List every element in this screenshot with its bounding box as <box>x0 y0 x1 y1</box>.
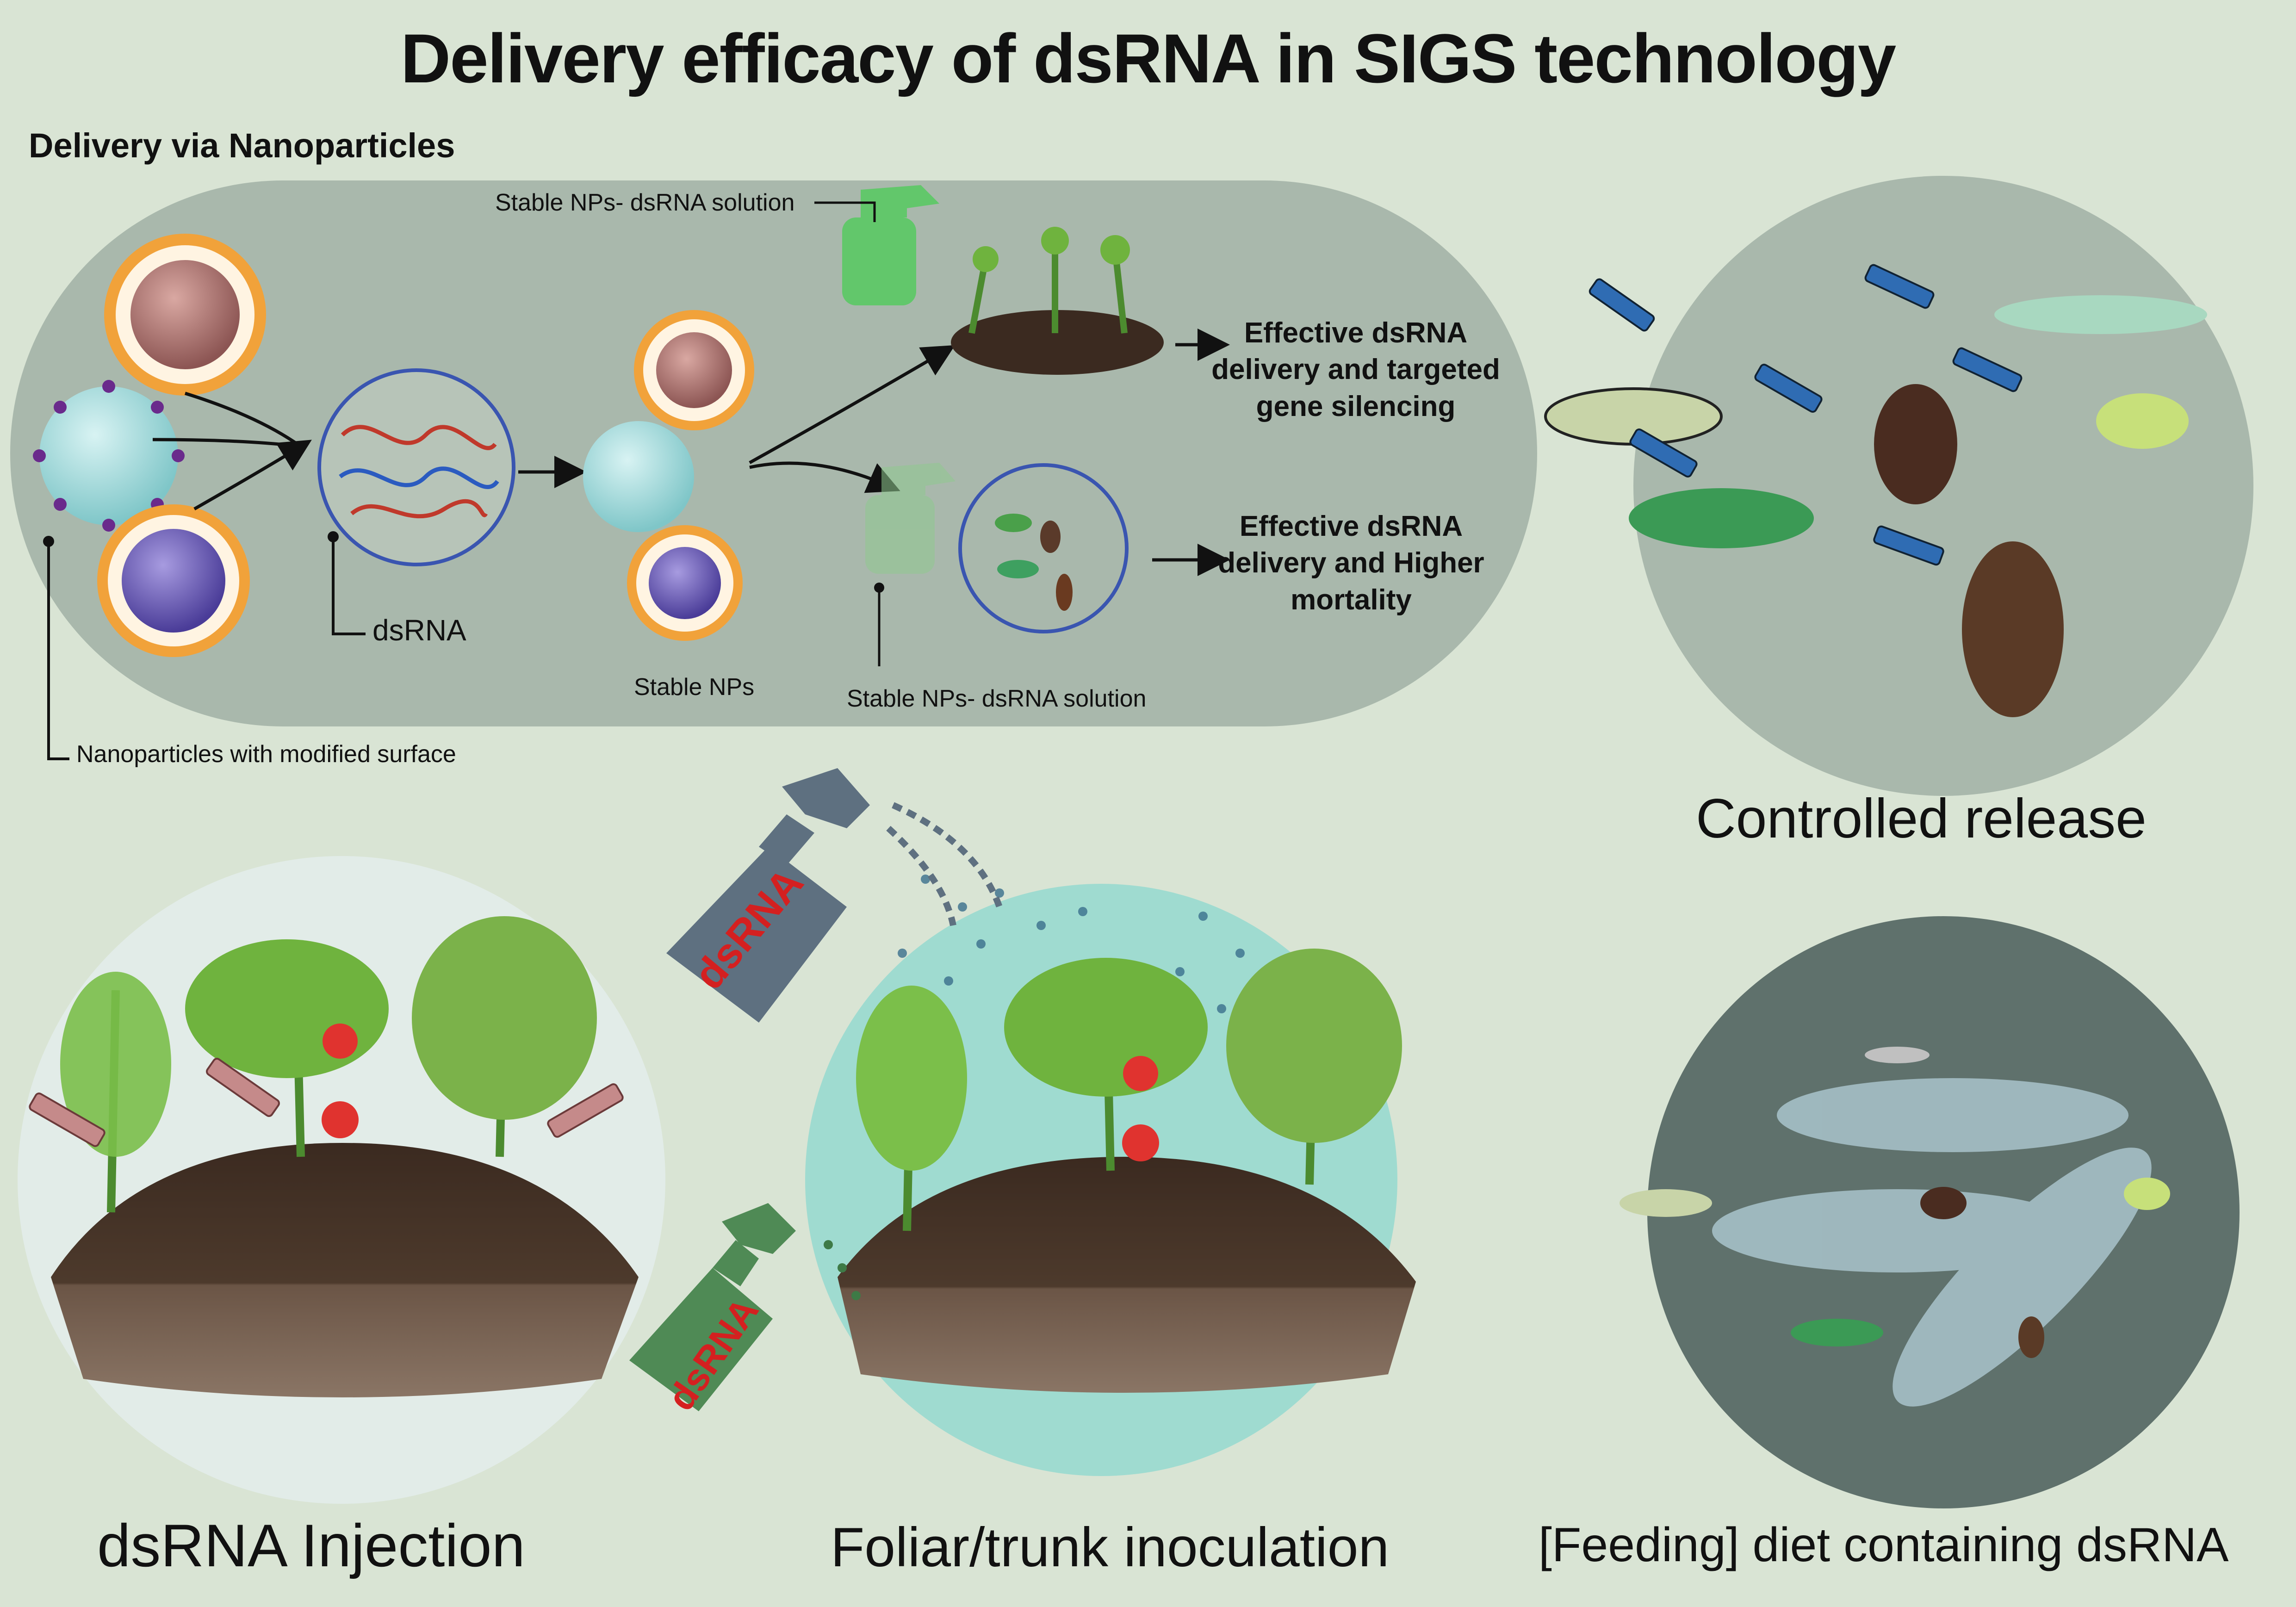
label-solution-bottom: Stable NPs- dsRNA solution <box>847 685 1147 712</box>
spray-dots <box>898 875 1245 1013</box>
injection-soil <box>51 1143 639 1397</box>
nanoparticle-mauve <box>104 234 266 396</box>
plant-mound-small <box>951 227 1164 375</box>
stable-nps-cluster <box>583 310 754 641</box>
label-solution-top: Stable NPs- dsRNA solution <box>495 189 795 216</box>
insect-circle-small <box>958 463 1129 633</box>
spray-bottle-small-top <box>842 185 939 305</box>
nanoparticle-panel <box>10 180 1537 726</box>
feeding-insects <box>1620 1047 2170 1358</box>
page-title: Delivery efficacy of dsRNA in SIGS techn… <box>400 19 1896 97</box>
label-foliar-inoculation: Foliar/trunk inoculation <box>831 1516 1390 1578</box>
injection-plants <box>60 916 597 1213</box>
spray-bottle-large <box>666 768 1003 1023</box>
leader-modified-surface <box>47 541 69 760</box>
converge-arrow <box>152 391 301 511</box>
label-modified-surface: Nanoparticles with modified surface <box>76 741 456 768</box>
controlled-release-insects <box>1544 295 2207 717</box>
nanoparticles-heading: Delivery via Nanoparticles <box>29 126 455 165</box>
foliar-plants <box>856 949 1402 1231</box>
label-feeding: [Feeding] diet containing dsRNA <box>1539 1518 2229 1572</box>
leader-dsrna <box>332 537 366 635</box>
nanoparticle-purple <box>97 504 250 657</box>
injection-syringes <box>29 1058 624 1147</box>
label-outcome-insects: Effective dsRNA delivery and Higher mort… <box>1218 510 1484 616</box>
arrow-to-insects <box>749 461 900 493</box>
label-stable-nps: Stable NPs <box>634 674 755 701</box>
label-controlled-release: Controlled release <box>1696 788 2147 850</box>
leader-solution-top <box>814 201 876 222</box>
label-dsrna: dsRNA <box>372 614 466 647</box>
arrow-to-plants <box>749 345 956 465</box>
label-outcome-plants: Effective dsRNA delivery and targeted ge… <box>1211 317 1500 422</box>
spray-bottle-green <box>629 1203 861 1411</box>
dsrna-circle <box>317 368 515 566</box>
feeding-diet-pills <box>1712 1078 2152 1407</box>
label-dsrna-injection: dsRNA Injection <box>97 1512 525 1579</box>
foliar-soil <box>838 1157 1416 1393</box>
syringes <box>1589 264 2023 566</box>
spray-bottle-faded <box>865 463 956 574</box>
nanoparticle-teal <box>33 380 185 532</box>
